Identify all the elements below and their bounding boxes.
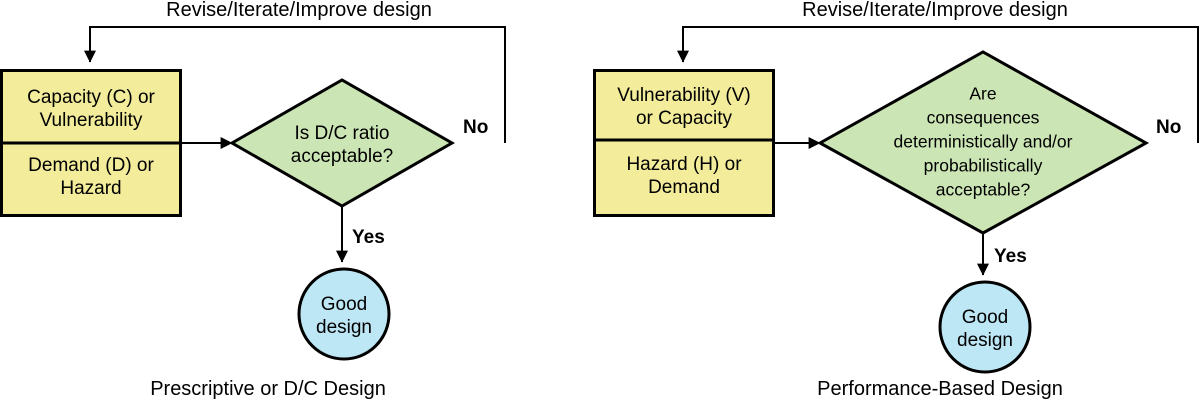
loop-label-prescriptive: Revise/Iterate/Improve design [166, 0, 432, 21]
decision-diamond-prescriptive [228, 78, 456, 208]
terminal-circle-performance [938, 280, 1032, 374]
terminal-line-2-prescriptive: design [316, 317, 372, 338]
branch-label-no-prescriptive: No [463, 117, 488, 138]
terminal-line-1-prescriptive: Good [321, 294, 367, 315]
decision-text-line-1: Is D/C ratio [294, 123, 389, 144]
input-box-performance [593, 69, 775, 217]
decision-perf-text-line-3: deterministically and/or [894, 132, 1073, 152]
loop-label-performance: Revise/Iterate/Improve design [802, 0, 1068, 21]
branch-label-yes-prescriptive: Yes [352, 227, 385, 248]
branch-label-no-performance: No [1156, 117, 1181, 138]
capacity-line-1: Capacity (C) or [27, 87, 155, 108]
terminal-circle-prescriptive [297, 267, 391, 361]
branch-label-yes-performance: Yes [994, 246, 1027, 267]
decision-perf-text-line-1: Are [969, 84, 996, 104]
vulnerability-line-1: Vulnerability (V) [617, 85, 750, 106]
demand-line-2: Hazard [60, 178, 121, 199]
panel-prescriptive: Revise/Iterate/Improve design Capacity (… [0, 0, 506, 400]
decision-diamond-performance [816, 50, 1150, 235]
feedback-loop-path-performance [677, 26, 1199, 143]
decision-text-line-2: acceptable? [291, 146, 393, 167]
capacity-line-2: Vulnerability [40, 110, 143, 131]
caption-performance: Performance-Based Design [817, 378, 1063, 400]
feedback-loop-path-prescriptive [84, 26, 506, 143]
vulnerability-line-2: or Capacity [636, 108, 733, 129]
decision-perf-text-line-4: probabilistically [924, 156, 1043, 176]
terminal-line-1-performance: Good [962, 307, 1008, 328]
panel-performance-based: Revise/Iterate/Improve design Vulnerabil… [593, 0, 1199, 400]
decision-perf-text-line-2: consequences [927, 108, 1040, 128]
demand-line-1: Demand (D) or [28, 155, 154, 176]
decision-perf-text-line-5: acceptable? [936, 180, 1031, 200]
hazard-line-2: Demand [648, 177, 720, 198]
hazard-line-1: Hazard (H) or [626, 154, 742, 175]
terminal-line-2-performance: design [957, 330, 1013, 351]
caption-prescriptive: Prescriptive or D/C Design [150, 378, 386, 400]
